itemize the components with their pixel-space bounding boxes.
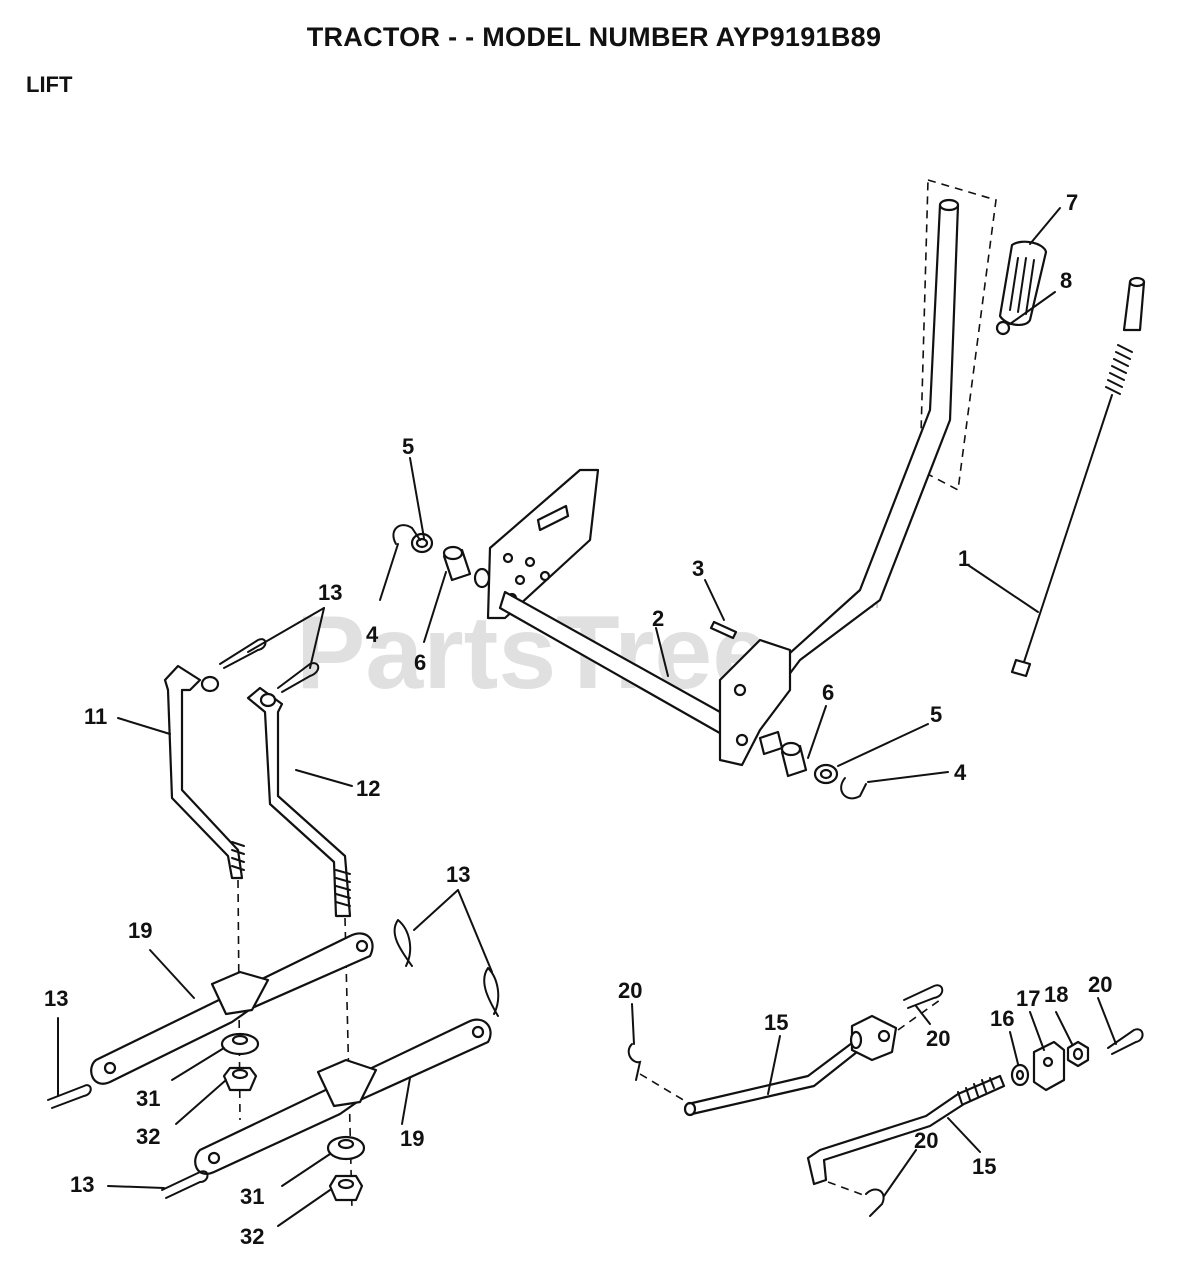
callouts: 1 2 3 4 4 5 5 6 6 7 8 11 12 13 13 13 13 … (44, 190, 1112, 1249)
callout-18: 18 (1044, 982, 1068, 1007)
page-title: TRACTOR - - MODEL NUMBER AYP9191B89 (306, 22, 882, 52)
callout-6b: 6 (822, 680, 834, 705)
callout-5b: 5 (930, 702, 942, 727)
hair-pin-arm-1[interactable] (393, 919, 413, 967)
assembly-line-15c (827, 1181, 867, 1197)
callout-13a: 13 (318, 580, 342, 605)
bushing-left[interactable] (442, 545, 472, 582)
callout-32a: 32 (136, 1124, 160, 1149)
callout-20b: 20 (926, 1026, 950, 1051)
mounting-plate[interactable] (486, 468, 600, 620)
callout-12: 12 (356, 776, 380, 801)
callout-13d: 13 (70, 1172, 94, 1197)
washer-31-lower[interactable] (326, 1135, 366, 1161)
callout-17: 17 (1016, 986, 1040, 1011)
lift-rod-spring[interactable] (1010, 276, 1146, 678)
callout-13c: 13 (44, 986, 68, 1011)
washer-31-upper[interactable] (220, 1032, 260, 1056)
cotter-pin-20-top[interactable] (903, 984, 944, 1009)
callout-32b: 32 (240, 1224, 264, 1249)
callout-11: 11 (84, 704, 107, 729)
callout-4a: 4 (366, 622, 379, 647)
hair-pin-arm-3[interactable] (47, 1084, 92, 1109)
callout-20d: 20 (914, 1128, 938, 1153)
section-label: LIFT (26, 72, 73, 97)
callout-31a: 31 (136, 1086, 160, 1111)
cotter-pin-20-right[interactable] (1107, 1028, 1144, 1055)
callout-1: 1 (958, 546, 970, 571)
callout-20c: 20 (1088, 972, 1112, 997)
callout-19b: 19 (400, 1126, 424, 1151)
nut-32-upper[interactable] (222, 1066, 258, 1092)
hair-pin-arm-4[interactable] (161, 1170, 209, 1199)
cotter-pin-20-bottom[interactable] (865, 1188, 885, 1217)
shaft-key[interactable] (709, 620, 738, 640)
clip-right[interactable] (840, 777, 867, 800)
grip-washer[interactable] (995, 320, 1011, 336)
callout-8: 8 (1060, 268, 1072, 293)
callout-4b: 4 (954, 760, 967, 785)
clip-left[interactable] (392, 524, 421, 545)
callout-15a: 15 (764, 1010, 788, 1035)
callout-6a: 6 (414, 650, 426, 675)
washer-right[interactable] (813, 763, 839, 785)
block-17[interactable] (1032, 1040, 1066, 1092)
assembly-line-15b (897, 999, 941, 1031)
callout-3: 3 (692, 556, 704, 581)
callout-7: 7 (1066, 190, 1078, 215)
callout-13b: 13 (446, 862, 470, 887)
callout-20a: 20 (618, 978, 642, 1003)
callout-2: 2 (652, 606, 664, 631)
cotter-pin-20-left[interactable] (627, 1043, 642, 1081)
callout-15b: 15 (972, 1154, 996, 1179)
link-rod-lower[interactable] (806, 1074, 1006, 1186)
lift-link-right[interactable] (246, 686, 352, 918)
lift-link-left[interactable] (163, 664, 245, 880)
bushing-right[interactable] (758, 730, 808, 778)
washer-16[interactable] (1010, 1063, 1030, 1087)
callout-16: 16 (990, 1006, 1014, 1031)
callout-31b: 31 (240, 1184, 264, 1209)
link-rod-upper[interactable] (683, 1038, 864, 1117)
washer-left[interactable] (410, 532, 434, 554)
handle-grip[interactable] (998, 240, 1048, 326)
callout-5a: 5 (402, 434, 414, 459)
hair-pin-top-1[interactable] (219, 638, 267, 669)
lift-arm-upper[interactable] (90, 932, 374, 1085)
callout-19a: 19 (128, 918, 152, 943)
nut-32-lower[interactable] (328, 1174, 364, 1202)
nut-18[interactable] (1066, 1040, 1090, 1068)
shaft-bracket[interactable] (718, 638, 792, 767)
leader-lines (57, 207, 1117, 1227)
link-block-upper[interactable] (849, 1014, 898, 1062)
hair-pin-arm-2[interactable] (483, 967, 500, 1017)
assembly-line-15a (639, 1073, 691, 1105)
lift-arm-lower[interactable] (194, 1018, 492, 1175)
